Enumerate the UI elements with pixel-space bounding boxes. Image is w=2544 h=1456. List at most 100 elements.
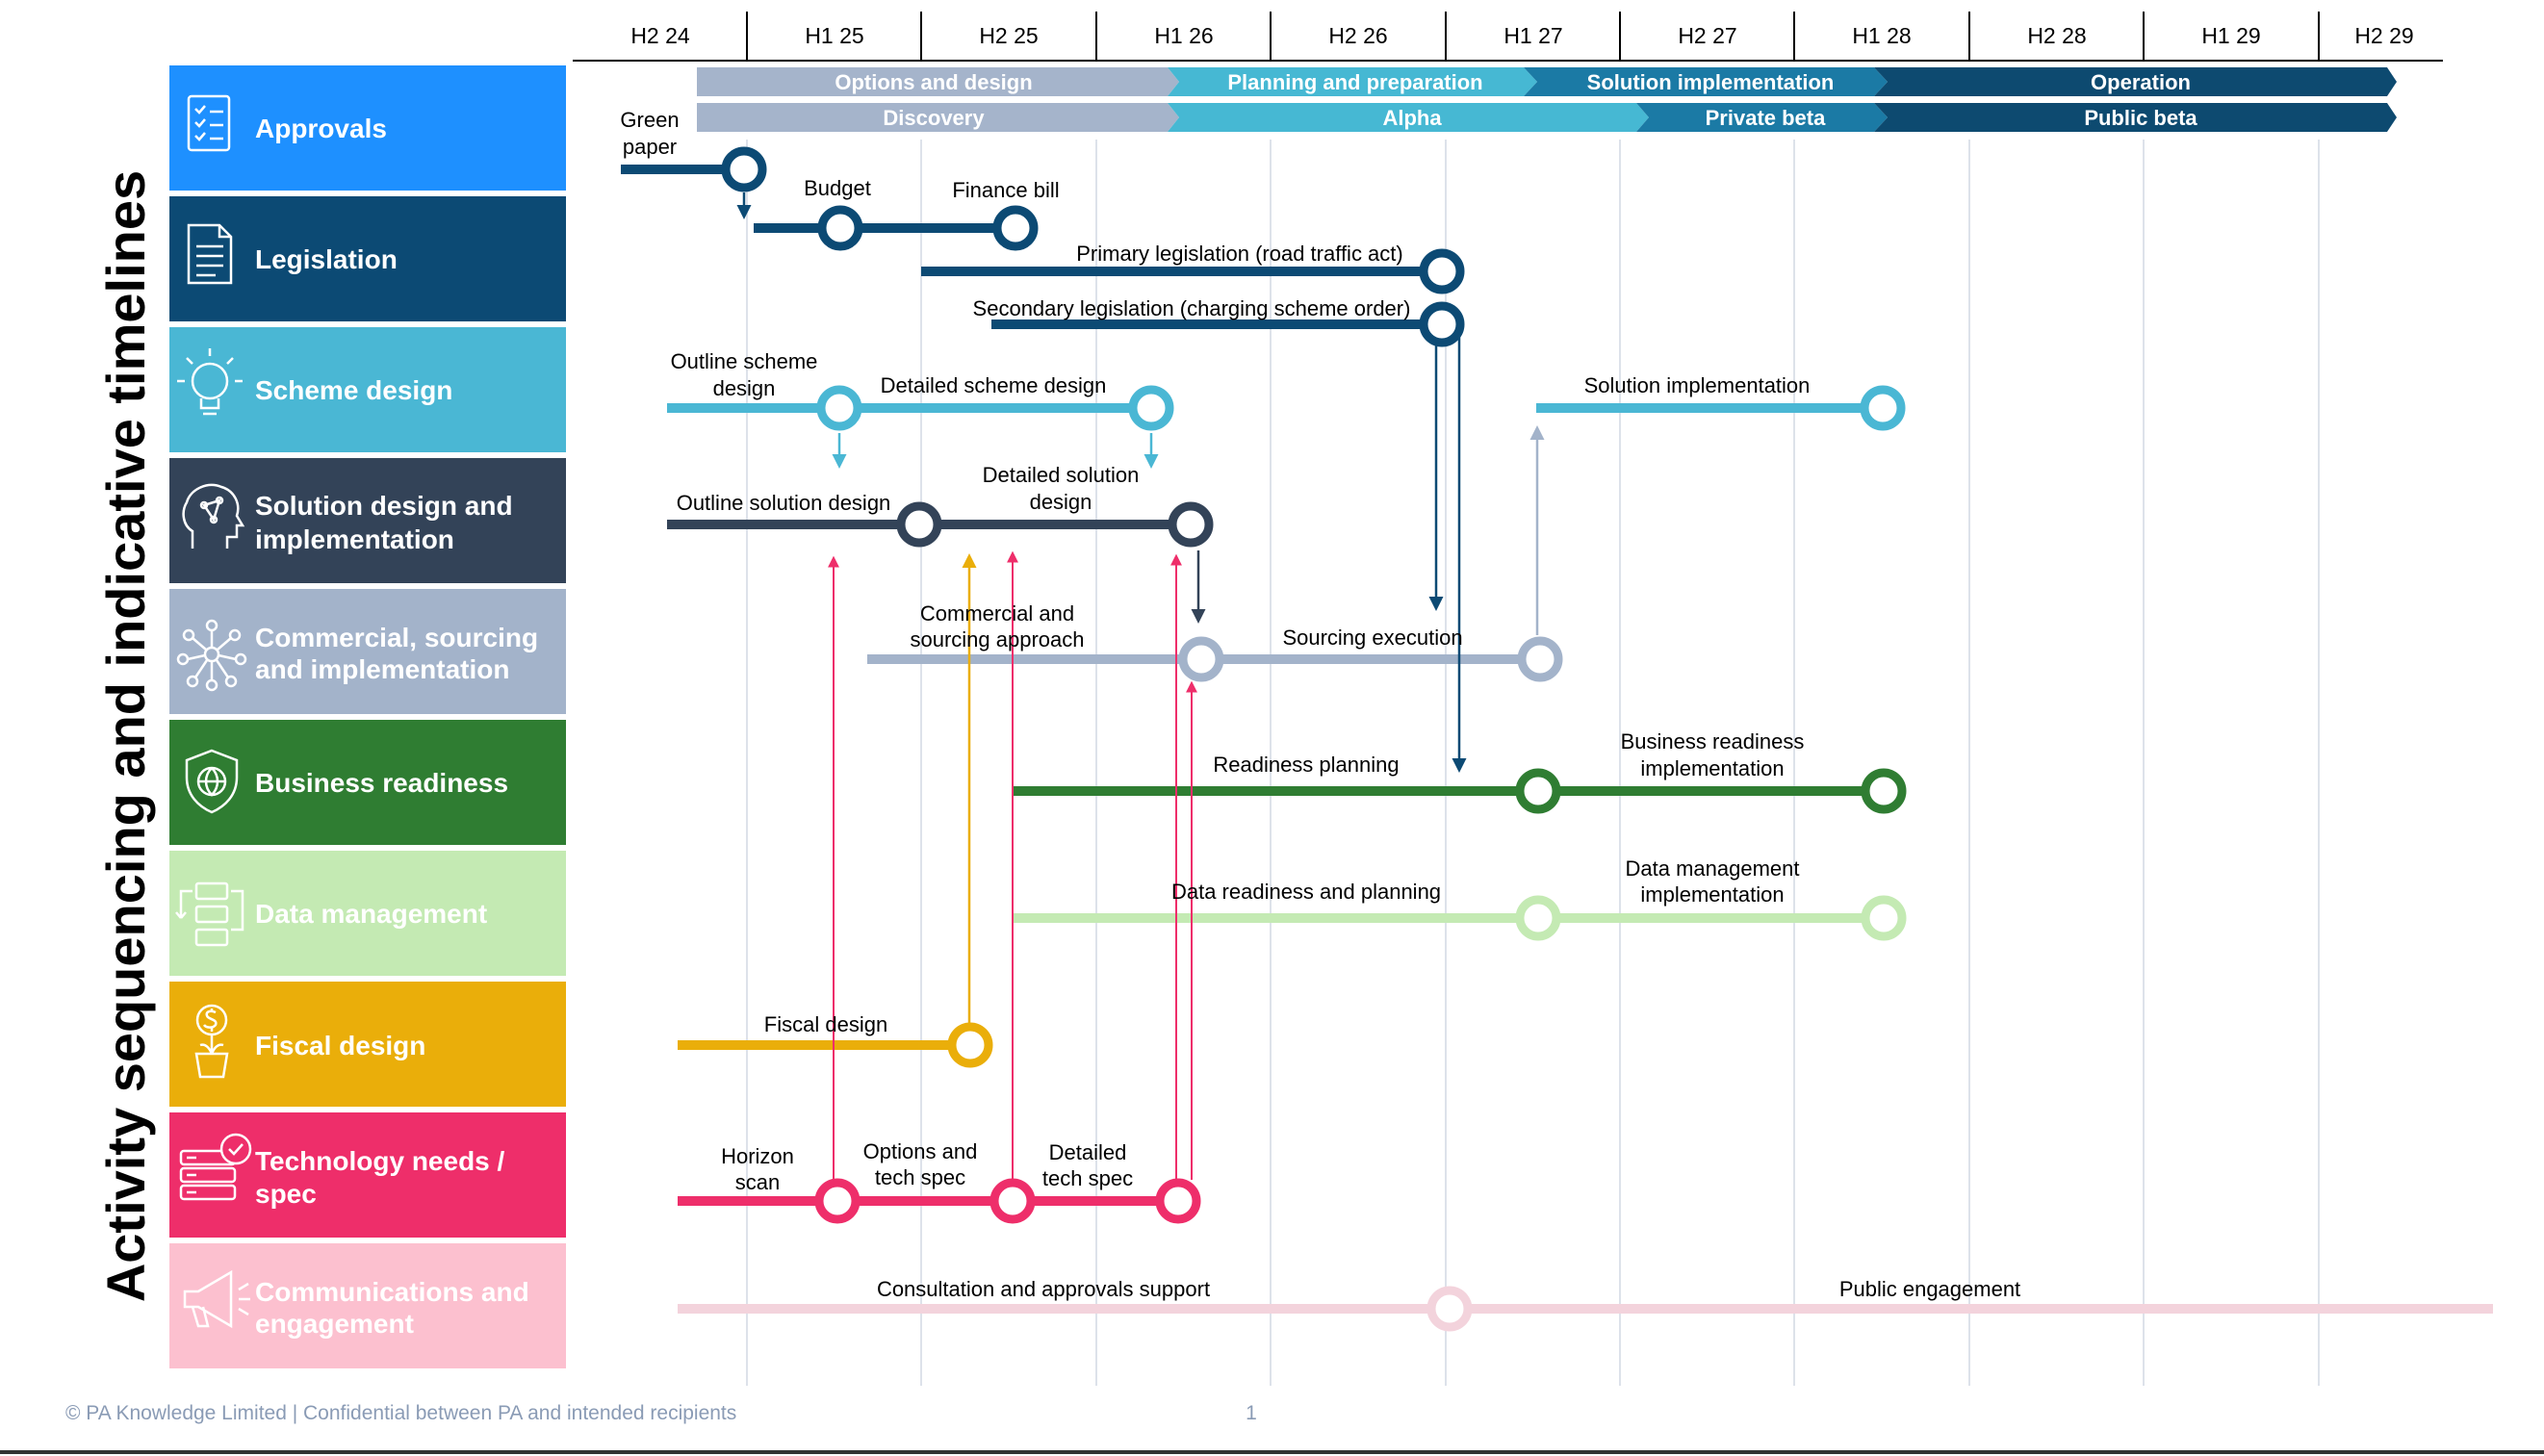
phase-bands: Options and design Planning and preparat… — [697, 67, 2397, 132]
period-label: H1 28 — [1852, 23, 1911, 48]
lane-business-readiness: Business readiness — [169, 720, 566, 845]
annotation: Primary legislation (road traffic act) — [1076, 242, 1403, 266]
phase-band-options-design — [697, 67, 1179, 96]
network-icon — [176, 619, 247, 692]
milestone — [1515, 768, 1561, 814]
period-label: H1 26 — [1154, 23, 1213, 48]
phase-band-operation — [1874, 67, 2397, 96]
phase-label: Public beta — [2084, 106, 2197, 130]
page-number: 1 — [1246, 1402, 1257, 1424]
phase-band-discovery — [697, 103, 1179, 132]
milestone — [817, 205, 863, 251]
lane-approvals: Approvals — [169, 65, 566, 191]
period-ticks — [746, 12, 2320, 61]
phase-band-planning-preparation — [1168, 67, 1537, 96]
page-title: Activity sequencing and indicative timel… — [95, 170, 156, 1302]
milestone — [1426, 1286, 1473, 1332]
annotation: Outline solution design — [677, 491, 891, 515]
annotation: Green — [620, 108, 679, 132]
lane-fiscal-design: Fiscal design — [169, 982, 566, 1107]
money-plant-icon — [194, 1004, 229, 1079]
annotation: Solution implementation — [1584, 373, 1811, 397]
annotation: Data management — [1626, 856, 1800, 881]
lane-label: Solution design and — [255, 491, 513, 521]
milestone — [816, 385, 862, 431]
annotation: design — [1030, 490, 1092, 514]
annotations: Green paper Budget Finance bill Primary … — [620, 108, 2020, 1301]
period-label: H1 29 — [2201, 23, 2260, 48]
milestone — [814, 1178, 861, 1224]
phase-band-public-beta — [1874, 103, 2397, 132]
lightbulb-icon — [177, 348, 243, 416]
period-label: H1 27 — [1503, 23, 1562, 48]
phase-label: Solution implementation — [1587, 70, 1835, 94]
lane-legislation: Legislation — [169, 196, 566, 321]
annotation: Detailed solution — [983, 463, 1140, 487]
milestone — [1419, 301, 1465, 347]
annotation: implementation — [1640, 882, 1784, 907]
phase-band-alpha — [1168, 103, 1649, 132]
phase-label: Operation — [2091, 70, 2191, 94]
phase-label: Private beta — [1706, 106, 1826, 130]
lanes: Approvals Legislation Scheme design — [169, 65, 566, 1368]
milestone — [1155, 1178, 1201, 1224]
annotation: Public engagement — [1839, 1277, 2020, 1301]
lane-label: Legislation — [255, 244, 398, 274]
period-label: H2 29 — [2354, 23, 2413, 48]
annotation: implementation — [1640, 756, 1784, 780]
annotation: Consultation and approvals support — [877, 1277, 1210, 1301]
lane-label: Scheme design — [255, 375, 452, 405]
milestone — [1178, 636, 1224, 682]
milestone — [1860, 385, 1906, 431]
phase-label: Planning and preparation — [1227, 70, 1482, 94]
lane-label: Technology needs / — [255, 1146, 505, 1176]
globe-shield-icon — [185, 749, 239, 814]
milestone — [721, 146, 767, 192]
phase-label: Options and design — [835, 70, 1032, 94]
lane-label: Commercial, sourcing — [255, 623, 538, 652]
dependency-arrows — [736, 192, 1545, 1180]
lane-communications: Communications and engagement — [169, 1243, 566, 1368]
milestone — [1861, 768, 1907, 814]
annotation: Sourcing execution — [1282, 626, 1462, 650]
annotation: Finance bill — [952, 178, 1059, 202]
milestone — [896, 501, 942, 548]
document-icon — [187, 223, 233, 285]
lane-label: Data management — [255, 899, 487, 929]
annotation: Detailed scheme design — [881, 373, 1107, 397]
annotation: Budget — [804, 176, 871, 200]
annotation: Horizon — [721, 1144, 794, 1168]
server-check-icon — [179, 1133, 252, 1201]
annotation: Data readiness and planning — [1171, 880, 1441, 904]
period-label: H1 25 — [805, 23, 863, 48]
period-label: H2 24 — [630, 23, 690, 48]
phase-label: Alpha — [1382, 106, 1442, 130]
milestone — [1861, 895, 1907, 941]
lane-label: engagement — [255, 1309, 414, 1339]
annotation: Detailed — [1049, 1140, 1127, 1164]
activity-bars — [621, 165, 2493, 1314]
annotation: Outline scheme — [671, 349, 818, 373]
milestones — [721, 146, 1907, 1332]
annotation: paper — [623, 135, 677, 159]
checklist-icon — [187, 94, 231, 152]
phase-band-solution-implementation — [1524, 67, 1888, 96]
annotation: Readiness planning — [1213, 753, 1399, 777]
lane-label: and implementation — [255, 654, 509, 684]
period-label: H2 26 — [1328, 23, 1387, 48]
annotation: scan — [735, 1170, 780, 1194]
period-label: H2 25 — [979, 23, 1038, 48]
lane-commercial: Commercial, sourcing and implementation — [169, 589, 566, 714]
annotation: design — [713, 376, 776, 400]
gridlines — [746, 140, 2320, 1386]
lane-label: implementation — [255, 524, 454, 554]
phase-band-private-beta — [1636, 103, 1888, 132]
milestone — [1168, 501, 1214, 548]
milestone — [1128, 385, 1174, 431]
annotation: Secondary legislation (charging scheme o… — [973, 296, 1411, 320]
period-label: H2 28 — [2027, 23, 2086, 48]
data-flow-icon — [175, 881, 244, 947]
lane-data-management: Data management — [169, 851, 566, 976]
milestone — [1517, 636, 1563, 682]
